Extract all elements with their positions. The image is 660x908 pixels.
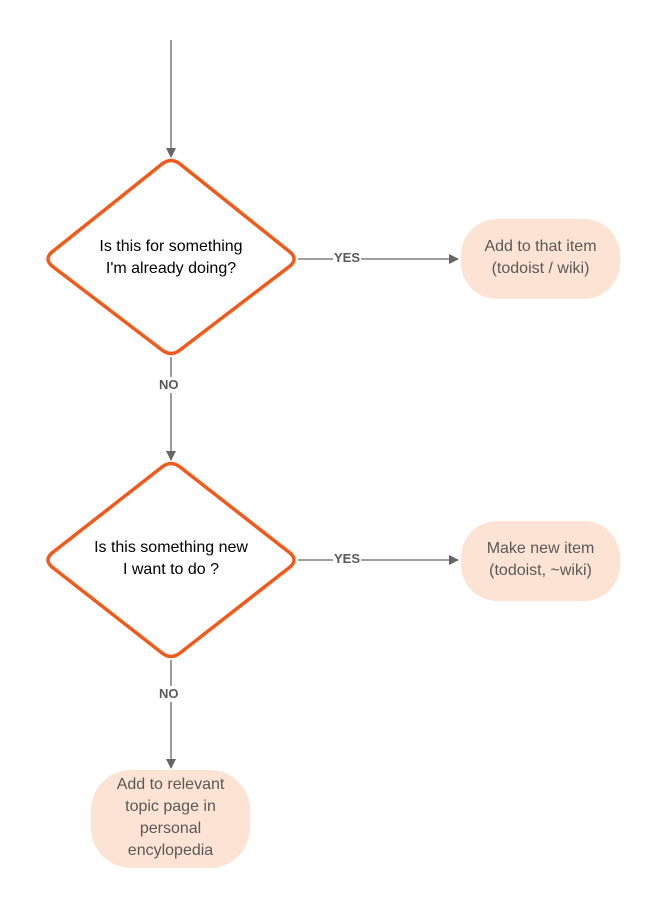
outcome-existing-item-text: Add to that item (todoist / wiki) [461, 236, 620, 280]
yes-label-1: YES [333, 250, 362, 266]
no-label-1: NO [158, 377, 180, 393]
decision-2-line-2: I want to do ? [122, 561, 220, 578]
outcome-encyclopedia-line-3: personal [139, 820, 202, 837]
yes-label-2: YES [333, 551, 362, 567]
decision-diamond-1 [46, 158, 296, 356]
decision-2-line-1: Is this something new [94, 539, 248, 556]
outcome-encyclopedia-line-2: topic page in [125, 798, 216, 815]
outcome-existing-item-line-1: Add to that item [484, 238, 597, 255]
outcome-encyclopedia-line-1: Add to relevant [116, 776, 225, 793]
outcome-new-item-line-1: Make new item [486, 540, 595, 557]
outcome-existing-item-line-2: (todoist / wiki) [491, 260, 590, 277]
decision-2-text: Is this something new I want to do ? [60, 537, 282, 581]
outcome-new-item-text: Make new item (todoist, ~wiki) [461, 538, 620, 582]
outcome-encyclopedia-line-4: encylopedia [127, 842, 214, 859]
no-label-2: NO [158, 686, 180, 702]
decision-1-text: Is this for something I'm already doing? [60, 236, 282, 280]
outcome-existing-item [461, 219, 620, 299]
decision-1-line-2: I'm already doing? [105, 260, 237, 277]
decision-1-line-1: Is this for something [99, 238, 243, 255]
outcome-encyclopedia [91, 770, 250, 868]
decision-diamond-2 [46, 461, 296, 659]
outcome-encyclopedia-text: Add to relevant topic page in personal e… [91, 774, 250, 862]
outcome-new-item [461, 521, 620, 601]
outcome-new-item-line-2: (todoist, ~wiki) [489, 562, 592, 579]
